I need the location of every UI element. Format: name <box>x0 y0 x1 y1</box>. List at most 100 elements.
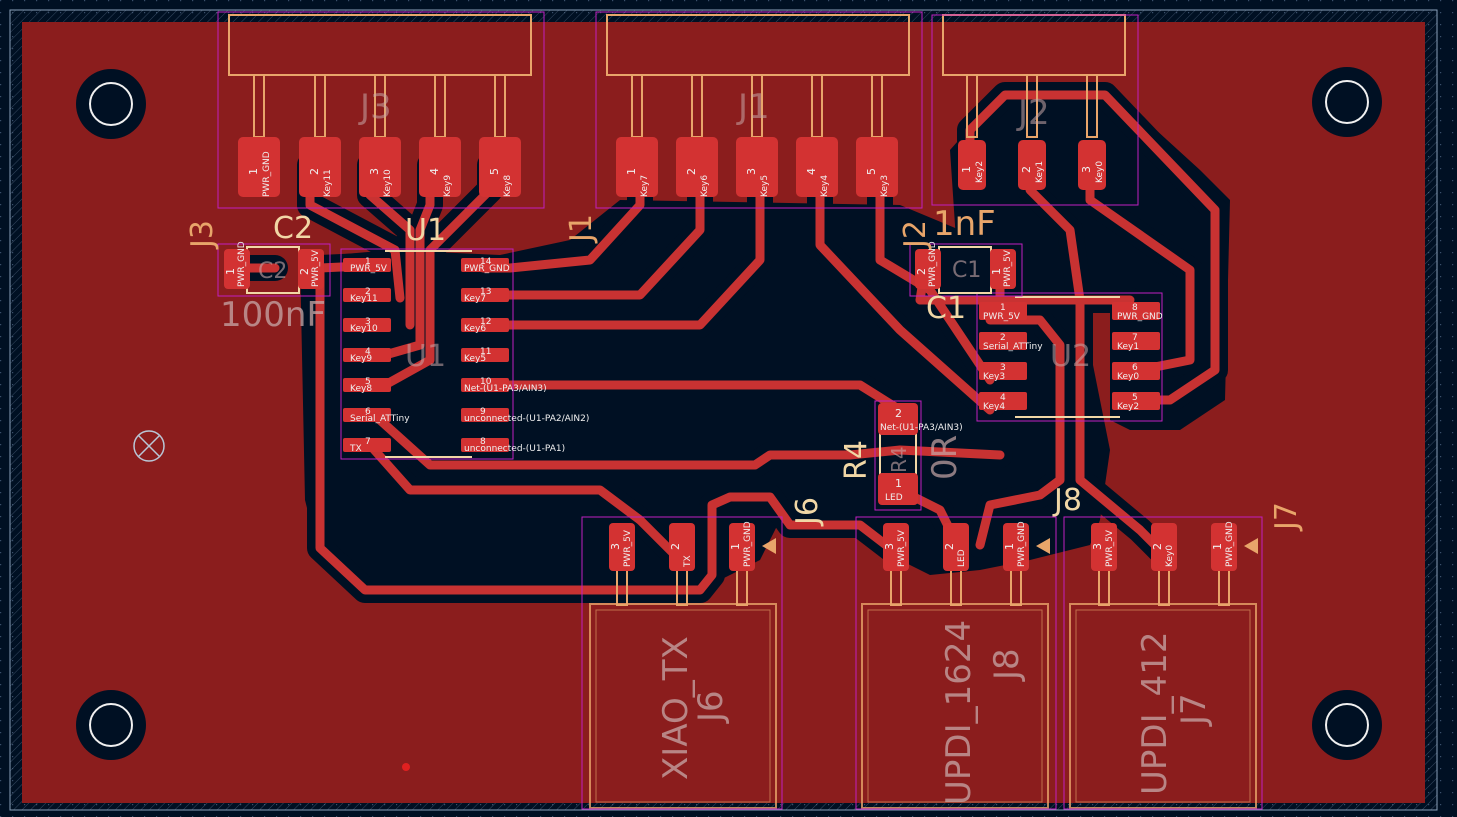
svg-text:PWR_GND: PWR_GND <box>743 521 753 567</box>
svg-text:Key5: Key5 <box>464 354 486 364</box>
svg-text:Key7: Key7 <box>464 294 486 304</box>
svg-text:Key1: Key1 <box>1117 342 1139 352</box>
copper-trace[interactable] <box>315 263 895 595</box>
copper-trace[interactable] <box>875 160 995 385</box>
copper-trace[interactable] <box>975 315 1065 550</box>
svg-text:Key6: Key6 <box>700 175 710 197</box>
svg-text:Key9: Key9 <box>443 175 453 197</box>
copper-trace[interactable] <box>478 160 765 330</box>
svg-text:Key2: Key2 <box>975 161 985 183</box>
triangle-marker-icon <box>762 538 776 554</box>
copper-trace[interactable] <box>815 160 995 415</box>
svg-text:PWR_5V: PWR_5V <box>1003 249 1013 287</box>
svg-text:J8: J8 <box>987 648 1027 682</box>
mounting-holes <box>76 67 1382 760</box>
svg-text:2: 2 <box>895 407 902 420</box>
copper-trace[interactable] <box>365 440 685 565</box>
svg-text:J2: J2 <box>1016 93 1050 133</box>
copper-trace[interactable] <box>1025 160 1165 555</box>
courtyard-outline <box>217 11 545 209</box>
pad-u1-pin7[interactable]: 7TX <box>343 437 391 454</box>
mounting-hole-icon <box>1312 67 1382 137</box>
svg-text:Key3: Key3 <box>880 175 890 197</box>
svg-text:Net-(U1-PA3/AIN3): Net-(U1-PA3/AIN3) <box>880 423 963 433</box>
svg-text:Key10: Key10 <box>383 169 393 197</box>
copper-trace[interactable] <box>375 415 1005 470</box>
svg-text:5: 5 <box>365 377 371 387</box>
pad-j6-pin2[interactable]: 2TX <box>669 523 695 571</box>
crosshair-icon <box>133 430 165 462</box>
svg-text:C1: C1 <box>952 258 981 283</box>
svg-text:UPDI_1624: UPDI_1624 <box>939 620 979 805</box>
svg-text:UPDI_412: UPDI_412 <box>1135 632 1175 796</box>
svg-text:J1: J1 <box>736 87 770 127</box>
svg-text:U1: U1 <box>405 339 446 374</box>
copper-trace[interactable] <box>478 160 705 300</box>
svg-text:1nF: 1nF <box>933 204 996 244</box>
svg-text:Net-(U1-PA3/AIN3): Net-(U1-PA3/AIN3) <box>464 384 547 394</box>
svg-text:5: 5 <box>1132 393 1138 403</box>
copper-trace[interactable] <box>965 90 1220 405</box>
svg-text:3: 3 <box>745 168 758 175</box>
svg-text:Key0: Key0 <box>1165 545 1175 567</box>
svg-text:4: 4 <box>365 347 371 357</box>
svg-text:Key11: Key11 <box>350 294 378 304</box>
svg-text:1: 1 <box>729 543 742 550</box>
